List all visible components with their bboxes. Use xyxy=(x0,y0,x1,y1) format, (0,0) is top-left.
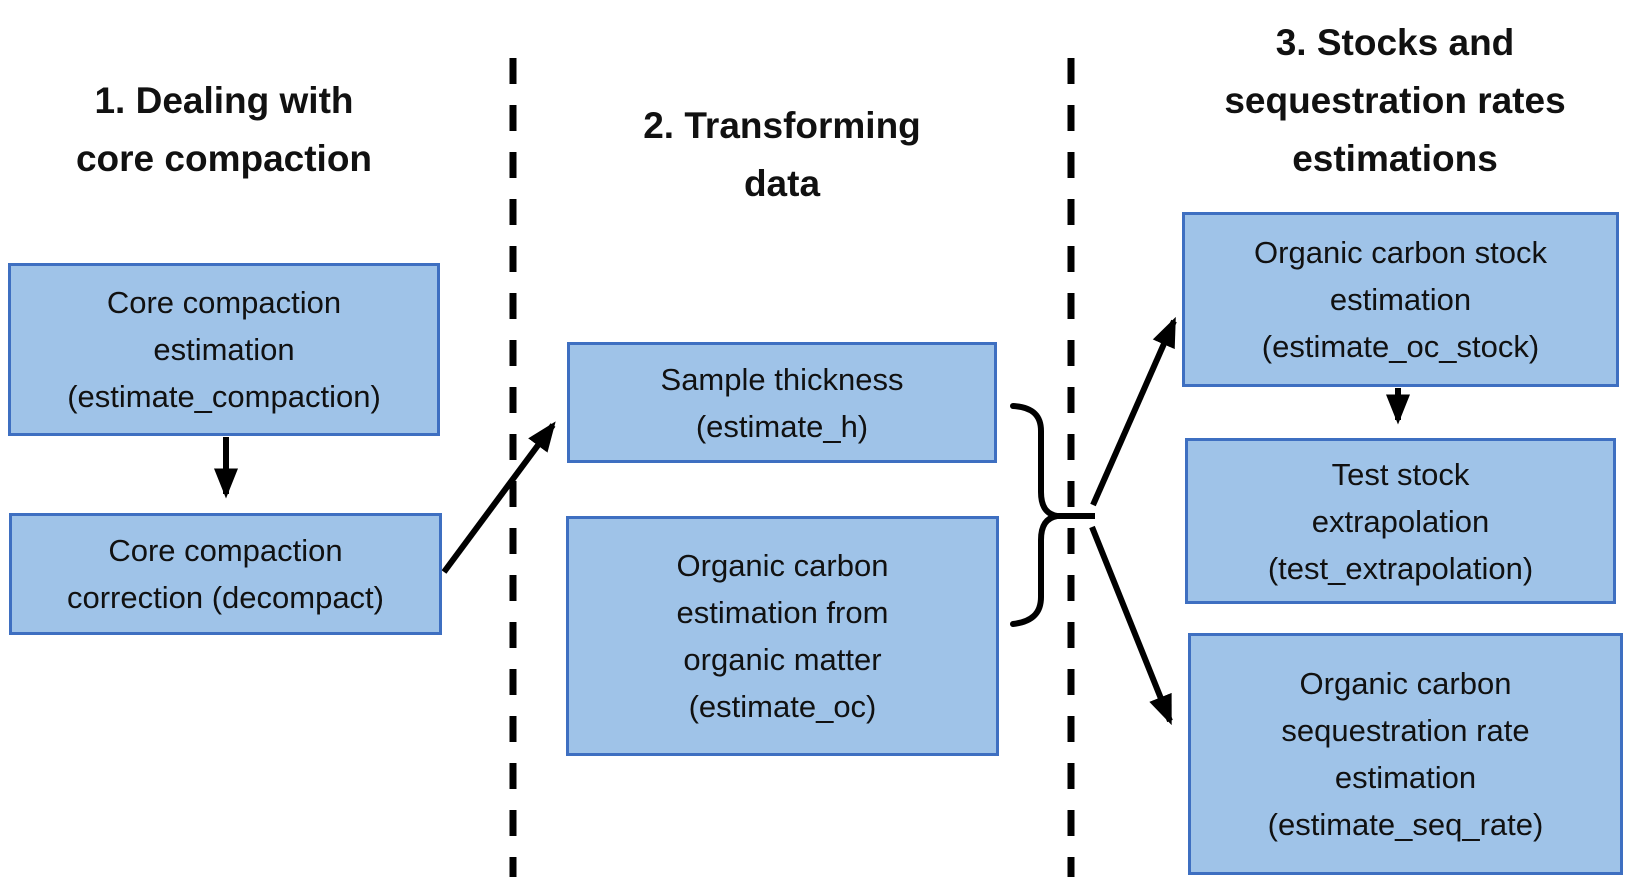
section-title-transforming-data: 2. Transforming data xyxy=(643,105,921,204)
node-estimate-h: Sample thickness (estimate_h) xyxy=(567,342,997,463)
arrow-decompact-to-estimate-h-icon xyxy=(441,421,556,574)
node-estimate-oc-stock: Organic carbon stock estimation (estimat… xyxy=(1182,212,1619,387)
node-estimate-compaction: Core compaction estimation (estimate_com… xyxy=(8,263,440,436)
node-estimate-oc: Organic carbon estimation from organic m… xyxy=(566,516,999,756)
arrow-junction-to-oc-stock-icon xyxy=(1090,316,1177,507)
node-test-extrapolation: Test stock extrapolation (test_extrapola… xyxy=(1185,438,1616,604)
node-decompact: Core compaction correction (decompact) xyxy=(9,513,442,635)
node-estimate-seq-rate: Organic carbon sequestration rate estima… xyxy=(1188,633,1623,875)
section-title-stocks-sequestration: 3. Stocks and sequestration rates estima… xyxy=(1224,22,1566,179)
arrow-junction-to-seq-rate-icon xyxy=(1089,525,1173,726)
brace-transform-outputs-icon xyxy=(1010,403,1058,627)
section-title-core-compaction: 1. Dealing with core compaction xyxy=(75,80,373,179)
